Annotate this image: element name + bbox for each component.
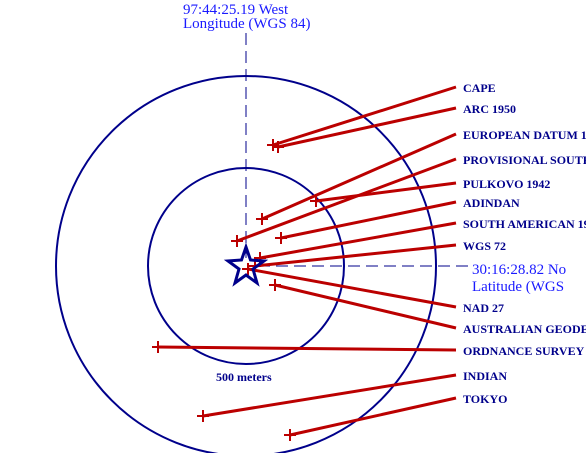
leader-line-tokyo — [289, 396, 457, 437]
datum-marker-ordnance-survey-icon — [152, 341, 164, 353]
wgs84-reference-star-icon — [223, 242, 269, 287]
datum-label-pulkovo-1942: PULKOVO 1942 — [463, 177, 550, 191]
datum-label-adindan: ADINDAN — [463, 196, 520, 210]
datum-marker-provisional-south-icon — [231, 235, 243, 247]
datum-label-indian: INDIAN — [463, 369, 507, 383]
datum-marker-pulkovo-1942-icon — [310, 195, 322, 207]
datum-marker-tokyo-icon — [284, 429, 296, 441]
leader-line-wgs-72 — [254, 243, 457, 268]
datum-label-tokyo: TOKYO — [463, 392, 507, 406]
datum-label-nad-27: NAD 27 — [463, 301, 504, 315]
latitude-label: Latitude (WGS — [472, 279, 564, 295]
datum-label-south-american: SOUTH AMERICAN 19 — [463, 217, 586, 231]
leader-line-provisional-south — [236, 157, 457, 243]
leader-line-cape — [272, 85, 457, 147]
leader-line-adindan — [280, 200, 457, 240]
leader-line-arc-1950 — [277, 106, 457, 149]
datum-marker-australian-geodetic-icon — [269, 279, 281, 291]
datum-label-cape: CAPE — [463, 81, 496, 95]
datum-labels: CAPE ARC 1950 EUROPEAN DATUM 19 PROVISIO… — [463, 81, 586, 406]
leader-line-pulkovo-1942 — [315, 181, 457, 203]
datum-leader-lines — [157, 85, 457, 437]
datum-marker-indian-icon — [197, 410, 209, 422]
leader-line-australian-geodetic — [274, 283, 457, 330]
datum-label-ordnance-survey: ORDNANCE SURVEY — [463, 344, 585, 358]
leader-line-indian — [202, 373, 457, 418]
datum-label-provisional-south: PROVISIONAL SOUTH — [463, 153, 586, 167]
leader-line-nad-27 — [247, 267, 457, 309]
inner-range-circle — [147, 167, 345, 365]
datum-marker-arc-1950-icon — [272, 141, 284, 153]
datum-marker-european-datum-icon — [256, 213, 268, 225]
longitude-value: 97:44:25.19 West — [183, 2, 289, 18]
datum-label-wgs-72: WGS 72 — [463, 239, 506, 253]
scale-label: 500 meters — [216, 370, 272, 384]
datum-label-european-datum: EUROPEAN DATUM 19 — [463, 128, 586, 142]
outer-range-circle — [55, 75, 437, 453]
datum-marker-adindan-icon — [275, 232, 287, 244]
leader-line-south-american — [259, 221, 457, 260]
datum-label-australian-geodetic: AUSTRALIAN GEODE — [463, 322, 586, 336]
datum-label-arc-1950: ARC 1950 — [463, 102, 516, 116]
leader-line-european-datum — [261, 132, 457, 221]
latitude-value: 30:16:28.82 No — [472, 262, 566, 278]
longitude-label: Longitude (WGS 84) — [183, 16, 310, 32]
leader-line-ordnance-survey — [157, 345, 457, 352]
